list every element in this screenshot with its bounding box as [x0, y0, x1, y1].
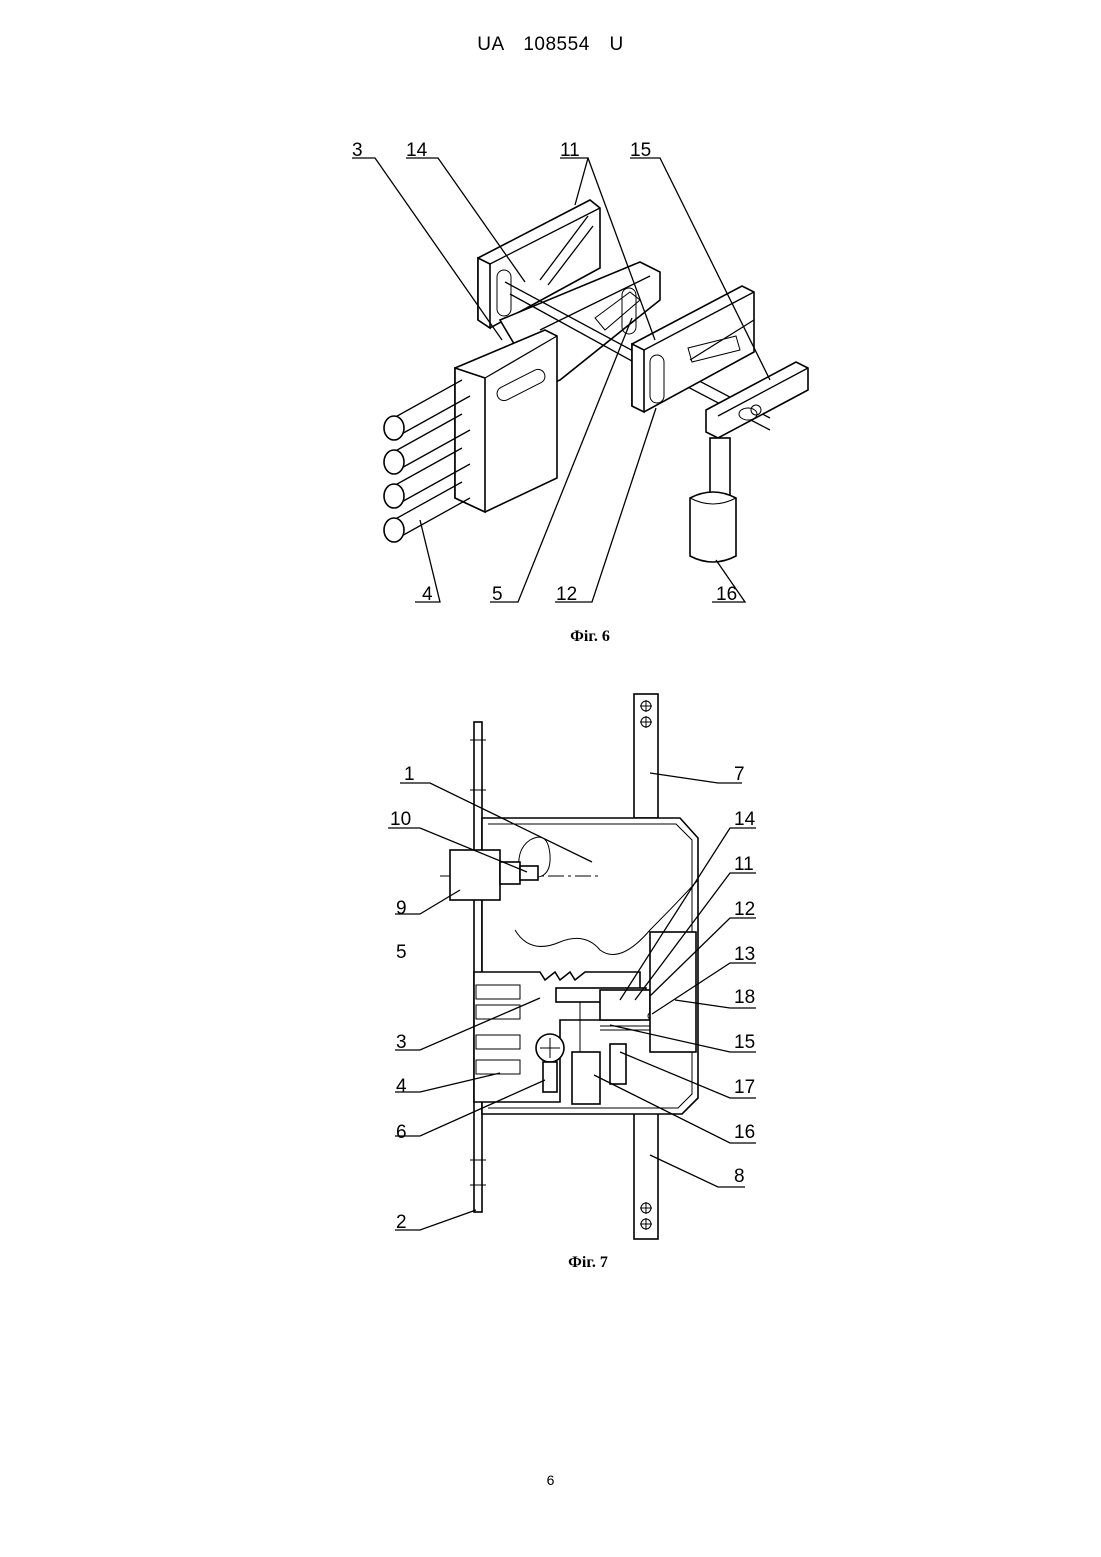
label-11: 11 [560, 140, 580, 161]
cylinder-16 [690, 438, 736, 562]
strip-7 [634, 694, 658, 818]
strip-8 [634, 1095, 658, 1239]
label-16: 16 [716, 584, 737, 605]
label-4: 4 [396, 1076, 407, 1097]
label-15: 15 [630, 140, 651, 161]
front-block-3 [455, 330, 557, 512]
label-10: 10 [390, 809, 411, 830]
page-number: 6 [0, 1472, 1101, 1488]
figure-7-caption: Фіг. 7 [488, 1254, 688, 1272]
label-12: 12 [734, 899, 755, 920]
label-5: 5 [396, 942, 407, 963]
label-5: 5 [492, 584, 503, 605]
label-7: 7 [734, 764, 745, 785]
label-15: 15 [734, 1032, 755, 1053]
label-18: 18 [734, 987, 755, 1008]
label-6: 6 [396, 1122, 407, 1143]
figure-6-caption: Фіг. 6 [490, 628, 690, 646]
label-3: 3 [352, 140, 363, 161]
label-3: 3 [396, 1032, 407, 1053]
figure-7-drawing: 1 10 9 5 3 4 6 2 7 14 11 12 13 18 15 17 … [0, 680, 1101, 1280]
label-9: 9 [396, 898, 407, 919]
figure-6-drawing: 3 14 11 15 4 5 12 16 [0, 0, 1101, 640]
label-16: 16 [734, 1122, 755, 1143]
label-11: 11 [734, 854, 754, 875]
label-4: 4 [422, 584, 433, 605]
label-14: 14 [406, 140, 428, 161]
label-8: 8 [734, 1166, 745, 1187]
lever-15 [706, 362, 808, 438]
label-14: 14 [734, 809, 756, 830]
label-1: 1 [404, 764, 415, 785]
label-13: 13 [734, 944, 755, 965]
label-2: 2 [396, 1212, 407, 1233]
label-17: 17 [734, 1077, 755, 1098]
label-12: 12 [556, 584, 577, 605]
